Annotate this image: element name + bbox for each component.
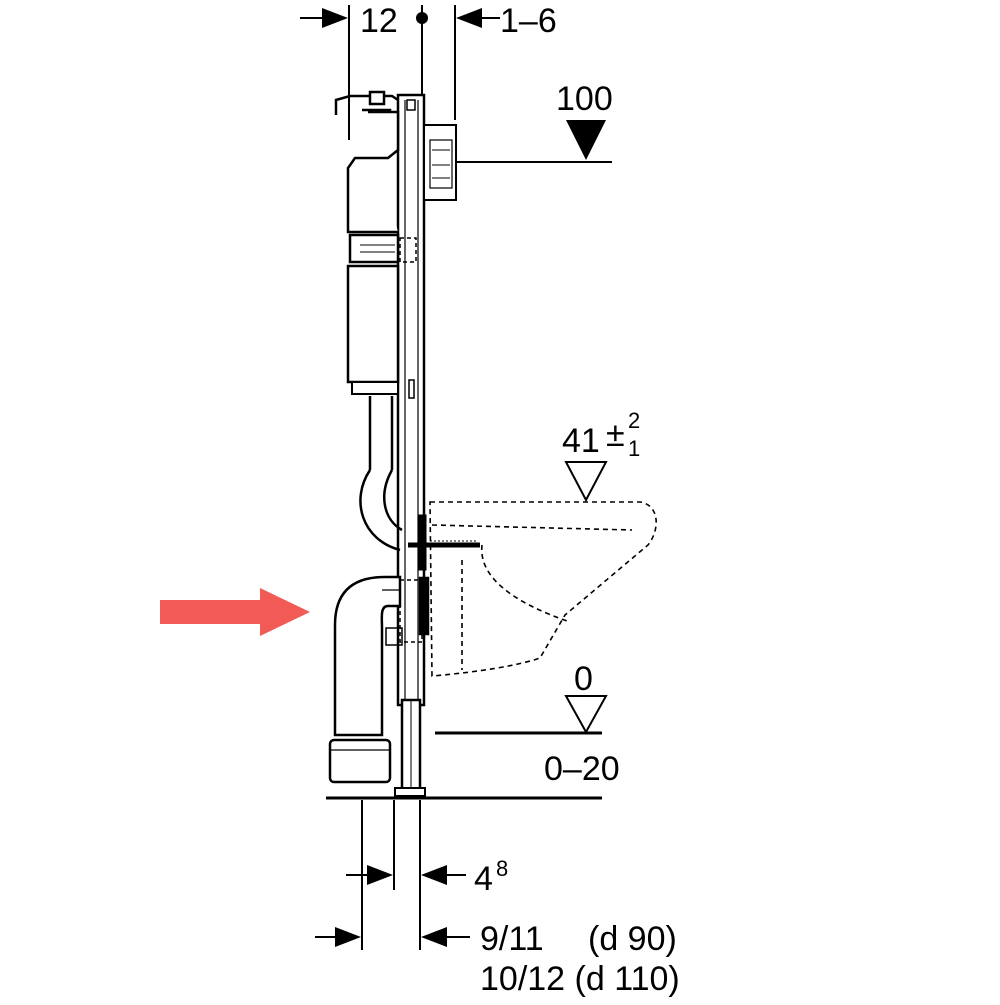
installation-frame	[394, 93, 426, 797]
dim-d90-label: (d 90)	[588, 920, 677, 958]
floor-level-label: 0	[574, 660, 593, 698]
dim-1-6-label: 1–6	[500, 2, 557, 40]
flush-pipe	[359, 396, 403, 552]
dim-4-label: 4	[474, 860, 493, 898]
dim-4-sup: 8	[496, 856, 508, 881]
dim-9-11-label: 9/11	[480, 920, 544, 958]
bottom-dimensions	[315, 800, 470, 950]
actuator-box	[423, 124, 457, 201]
seat-height-plus: 2	[628, 408, 640, 433]
center-dot	[416, 12, 428, 24]
cistern	[346, 110, 417, 395]
seat-height-minus: 1	[628, 436, 640, 461]
dim-12-label: 12	[360, 2, 398, 40]
arrow-right-icon	[367, 865, 393, 885]
dim-10-12-label: 10/12 (d 110)	[480, 960, 680, 998]
level-100-label: 100	[556, 80, 613, 118]
arrow-left-icon	[421, 865, 447, 885]
level-100-marker	[455, 120, 612, 163]
triangle-down-icon	[564, 695, 608, 735]
top-dimension	[300, 5, 500, 140]
arrow-right-icon	[322, 8, 348, 28]
arrow-left-icon	[456, 8, 482, 28]
arrow-right-icon	[335, 927, 361, 947]
triangle-down-icon	[566, 120, 606, 160]
mounting-bolt	[408, 514, 480, 571]
seat-height-pm: ±	[606, 416, 625, 454]
drain-bend	[328, 575, 430, 784]
triangle-down-icon	[564, 461, 608, 503]
arrow-left-icon	[421, 927, 447, 947]
toilet-bowl-outline	[429, 501, 657, 677]
floor-range-label: 0–20	[544, 750, 620, 788]
arrow-right-icon	[160, 588, 310, 636]
seat-height-label: 41	[562, 422, 600, 460]
